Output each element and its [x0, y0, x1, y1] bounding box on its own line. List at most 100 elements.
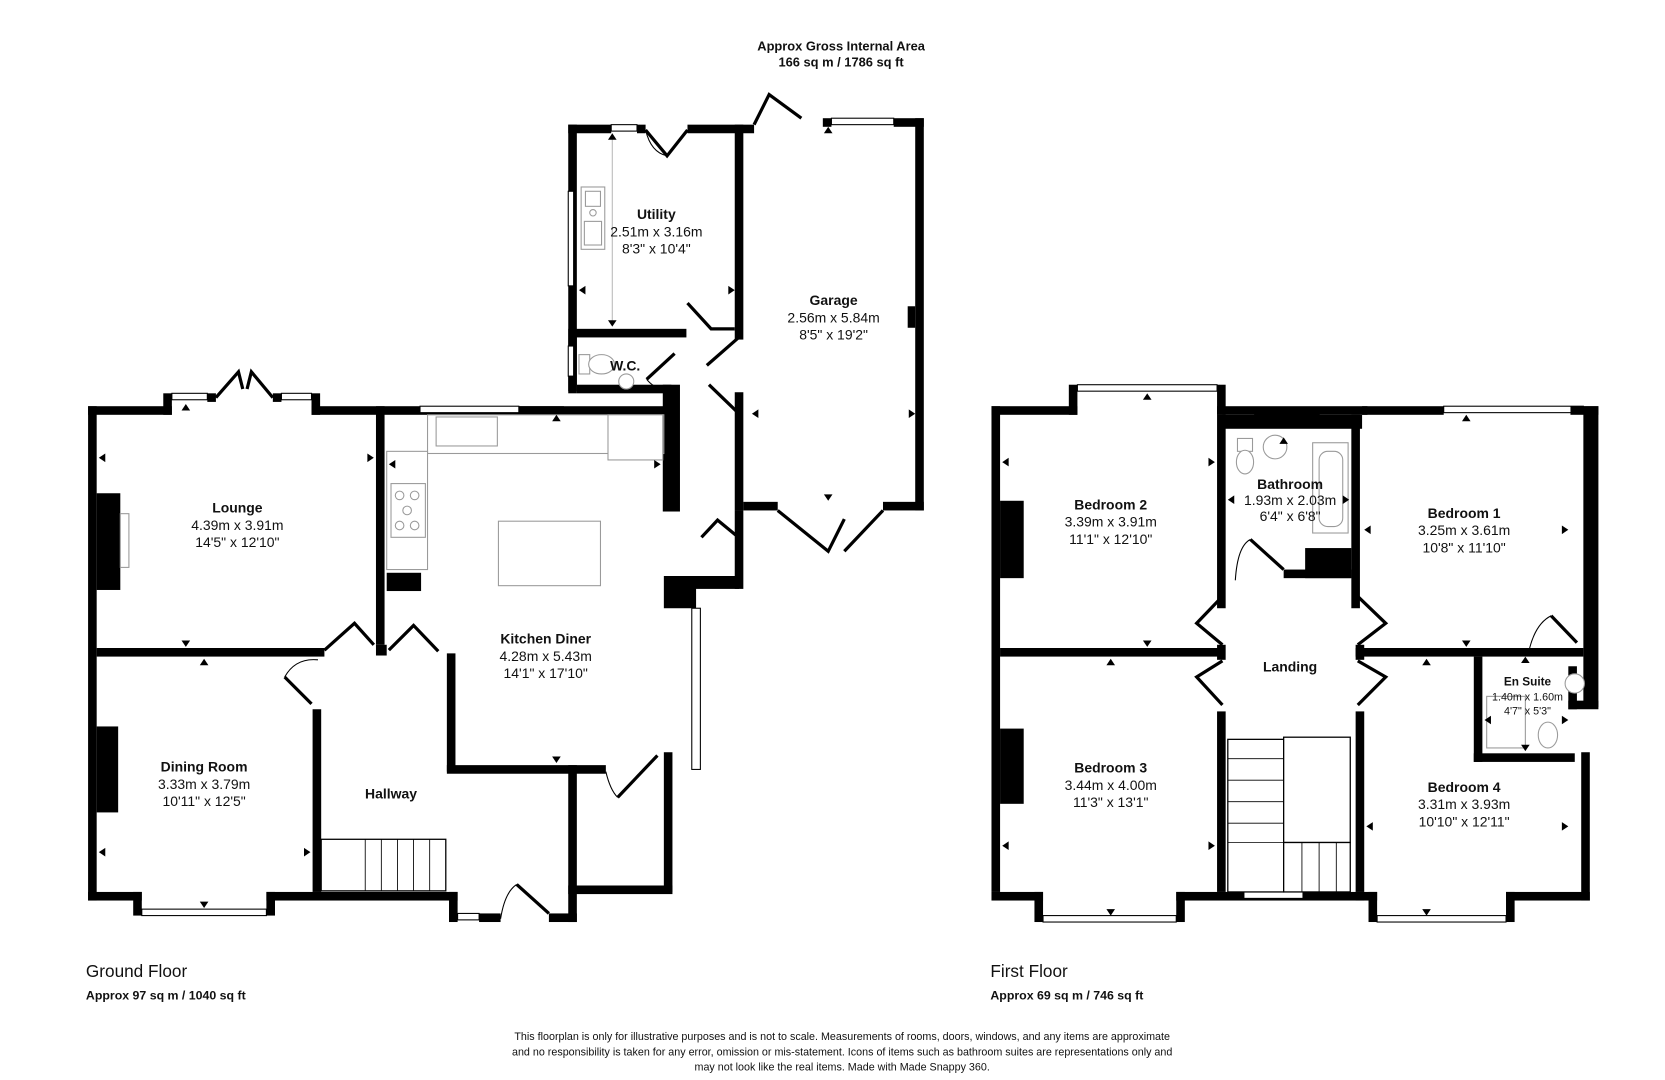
ensuite-door[interactable]	[1549, 614, 1579, 644]
dining-text: Dining Room 3.33m x 3.79m 10'11" x 12'5"	[158, 759, 250, 809]
garage-text: Garage 2.56m x 5.84m 8'5" x 19'2"	[787, 292, 879, 342]
svg-text:Kitchen Diner: Kitchen Diner	[500, 631, 591, 647]
svg-text:Lounge: Lounge	[212, 500, 263, 516]
front-door[interactable]	[515, 883, 550, 915]
lounge-french-door-left[interactable]	[214, 368, 245, 399]
shower-icon	[1486, 695, 1526, 749]
basin-icon	[1262, 434, 1288, 460]
bathroom-door[interactable]	[1249, 538, 1285, 571]
bedroom1-door[interactable]	[1356, 595, 1389, 647]
svg-text:14'5" x 12'10": 14'5" x 12'10"	[195, 534, 279, 550]
kitchen-island	[497, 520, 602, 587]
svg-text:En Suite: En Suite	[1504, 675, 1552, 689]
svg-text:3.39m x 3.91m: 3.39m x 3.91m	[1065, 514, 1157, 530]
wc-door[interactable]	[645, 352, 676, 381]
kitchen-sink-icon	[435, 416, 498, 447]
hallway-label: Hallway	[365, 785, 417, 801]
svg-text:This floorplan is only for ill: This floorplan is only for illustrative …	[514, 1031, 1170, 1043]
svg-text:10'10" x 12'11": 10'10" x 12'11"	[1419, 813, 1510, 829]
utility-door-swing	[645, 129, 668, 157]
front-door-swing	[500, 883, 517, 919]
ground-stairs	[320, 838, 447, 892]
ground-measure-arrows	[98, 126, 916, 909]
first-floor-caption: First Floor Approx 69 sq m / 746 sq ft	[990, 961, 1143, 1003]
first-measure-arrows	[1002, 393, 1569, 916]
dining-door-swing	[284, 659, 319, 678]
gross-area-header: Approx Gross Internal Area 166 sq m / 17…	[757, 39, 925, 70]
garage-front-door-left[interactable]	[776, 509, 846, 554]
lounge-text: Lounge 4.39m x 3.91m 14'5" x 12'10"	[191, 500, 283, 550]
svg-text:10'11" x 12'5": 10'11" x 12'5"	[162, 793, 245, 809]
bathroom-door-swing	[1234, 538, 1251, 581]
ground-floor-area: Approx 97 sq m / 1040 sq ft	[86, 988, 246, 1002]
dining-hall-walls	[88, 644, 577, 923]
lounge-door[interactable]	[323, 621, 376, 652]
bathroom-fixtures	[1235, 434, 1349, 534]
svg-text:3.31m x 3.93m: 3.31m x 3.93m	[1418, 796, 1510, 812]
landing-label: Landing	[1263, 659, 1317, 675]
first-floor-plan: Bedroom 2 3.39m x 3.91m 11'1" x 12'10" B…	[991, 384, 1599, 923]
svg-text:Bathroom: Bathroom	[1257, 476, 1323, 492]
svg-text:14'1" x 17'10": 14'1" x 17'10"	[504, 665, 588, 681]
svg-text:may not look like the real ite: may not look like the real items. Made w…	[695, 1061, 990, 1073]
kitchen-door[interactable]	[387, 623, 440, 653]
kitchen-store-door[interactable]	[616, 754, 659, 799]
ensuite-basin-icon	[1564, 673, 1585, 694]
svg-text:4.28m x 5.43m: 4.28m x 5.43m	[500, 648, 592, 664]
svg-text:8'3" x 10'4": 8'3" x 10'4"	[622, 241, 691, 257]
svg-text:3.25m x 3.61m: 3.25m x 3.61m	[1418, 522, 1510, 538]
garage-side-door[interactable]	[707, 383, 740, 414]
svg-text:Utility: Utility	[637, 206, 676, 222]
svg-text:Bedroom 1: Bedroom 1	[1428, 505, 1501, 521]
svg-text:2.56m x 5.84m: 2.56m x 5.84m	[787, 309, 879, 325]
utility-text: Utility 2.51m x 3.16m 8'3" x 10'4"	[610, 206, 702, 256]
garage-front-door-right[interactable]	[843, 509, 885, 553]
first-floor-walls	[991, 384, 1599, 923]
svg-text:Bedroom 3: Bedroom 3	[1074, 760, 1147, 776]
kitchen-side-door[interactable]	[700, 517, 737, 539]
utility-door[interactable]	[644, 128, 689, 159]
svg-text:8'5" x 19'2": 8'5" x 19'2"	[799, 327, 868, 343]
bathroom-text: Bathroom 1.93m x 2.03m 6'4" x 6'8"	[1244, 476, 1336, 524]
svg-text:1.40m x 1.60m: 1.40m x 1.60m	[1492, 692, 1563, 704]
svg-text:Dining Room: Dining Room	[161, 759, 248, 775]
svg-text:10'8" x 11'10": 10'8" x 11'10"	[1423, 539, 1506, 555]
bedroom2-text: Bedroom 2 3.39m x 3.91m 11'1" x 12'10"	[1065, 496, 1157, 546]
bedroom3-text: Bedroom 3 3.44m x 4.00m 11'3" x 13'1"	[1065, 760, 1157, 810]
ensuite-door-swing	[1529, 615, 1552, 649]
bedroom4-door[interactable]	[1356, 659, 1389, 707]
svg-text:6'4" x 6'8": 6'4" x 6'8"	[1260, 508, 1321, 524]
svg-text:Bedroom 2: Bedroom 2	[1074, 496, 1147, 512]
bedroom1-text: Bedroom 1 3.25m x 3.61m 10'8" x 11'10"	[1418, 505, 1510, 555]
svg-text:Bedroom 4: Bedroom 4	[1428, 779, 1501, 795]
bedroom3-door[interactable]	[1194, 659, 1224, 707]
fridge-icon	[607, 414, 664, 461]
wc-label: W.C.	[610, 358, 640, 374]
svg-text:11'1" x 12'10": 11'1" x 12'10"	[1069, 531, 1152, 547]
dining-door[interactable]	[283, 675, 313, 706]
first-floor-area: Approx 69 sq m / 746 sq ft	[990, 988, 1143, 1002]
utility-side-door[interactable]	[686, 301, 735, 331]
garage-rear-door[interactable]	[752, 92, 803, 126]
utility-sink-icon	[580, 186, 606, 250]
bedroom2-door[interactable]	[1194, 595, 1224, 647]
first-floor-title: First Floor	[990, 961, 1068, 981]
svg-text:3.33m x 3.79m: 3.33m x 3.79m	[158, 776, 250, 792]
toilet-icon	[1235, 449, 1255, 475]
svg-text:Garage: Garage	[810, 292, 858, 308]
ensuite-fixtures	[1486, 673, 1585, 749]
svg-text:and no responsibility is taken: and no responsibility is taken for any e…	[512, 1046, 1172, 1058]
lounge-french-door-right[interactable]	[245, 368, 275, 399]
ground-floor-plan: Utility 2.51m x 3.16m 8'3" x 10'4" W.C.	[88, 92, 924, 923]
first-floor-stairs	[1227, 736, 1351, 893]
garage-walls	[734, 117, 924, 511]
passage-door[interactable]	[705, 334, 743, 367]
gross-area-value: 166 sq m / 1786 sq ft	[778, 55, 904, 70]
toilet-cistern-icon	[1236, 437, 1254, 452]
svg-text:3.44m x 4.00m: 3.44m x 4.00m	[1065, 777, 1157, 793]
ensuite-text: En Suite 1.40m x 1.60m 4'7" x 5'3"	[1492, 675, 1563, 718]
kitchen-store-door-swing	[605, 771, 619, 798]
disclaimer: This floorplan is only for illustrative …	[512, 1031, 1172, 1073]
kitchen-fixtures	[386, 414, 665, 587]
